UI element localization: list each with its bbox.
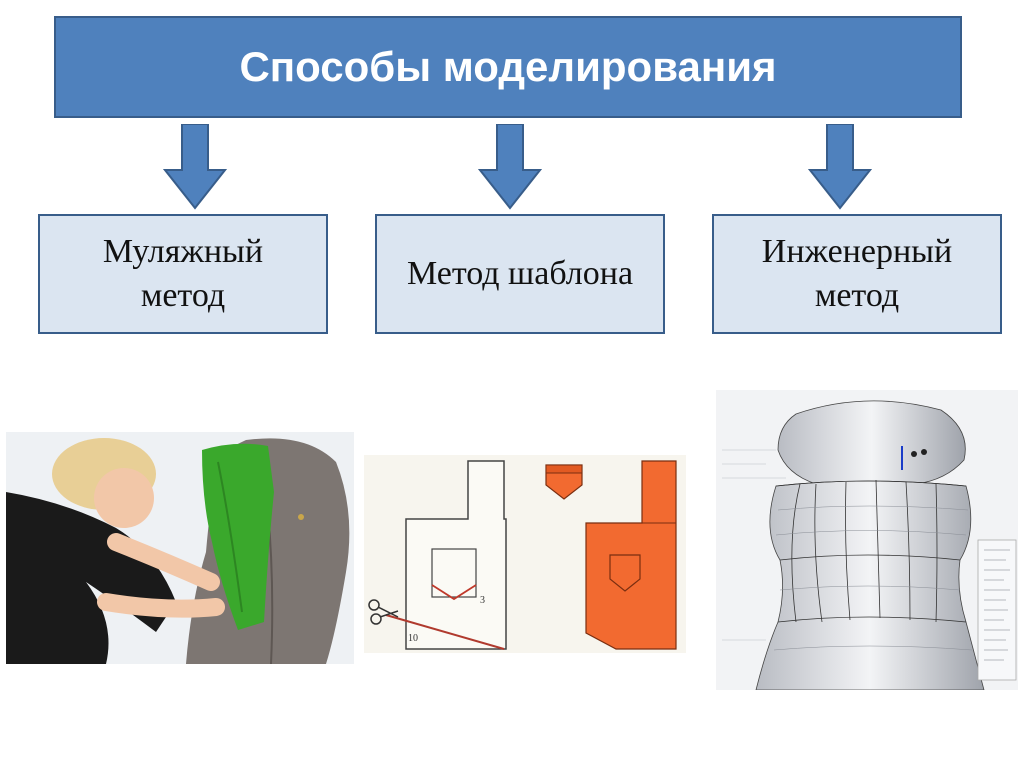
pattern-dart-number: 3 — [480, 595, 485, 606]
scissors-icon — [368, 599, 399, 625]
method-label: Муляжный метод — [102, 232, 264, 314]
cad-mannequin — [716, 390, 1018, 690]
draping-illustration — [6, 432, 354, 664]
pattern-line-number: 10 — [408, 633, 418, 644]
method-box-template: Метод шаблона — [375, 214, 665, 334]
arrow-down-icon — [478, 124, 542, 210]
diagram-title-box: Способы моделирования — [54, 16, 962, 118]
method-label: Инженерный метод — [761, 232, 953, 314]
method-label: Метод шаблона — [406, 254, 634, 292]
arrow-down-icon — [163, 124, 227, 210]
method-box-draping: Муляжный метод — [38, 214, 328, 334]
arrow-down-icon — [808, 124, 872, 210]
diagram-title: Способы моделирования — [239, 43, 777, 90]
pattern-drawing: 3 10 — [364, 455, 686, 653]
method-box-engineering: Инженерный метод — [712, 214, 1002, 334]
draping-photo — [6, 432, 354, 664]
cad-illustration — [716, 390, 1018, 690]
template-illustration: 3 10 — [364, 455, 686, 653]
